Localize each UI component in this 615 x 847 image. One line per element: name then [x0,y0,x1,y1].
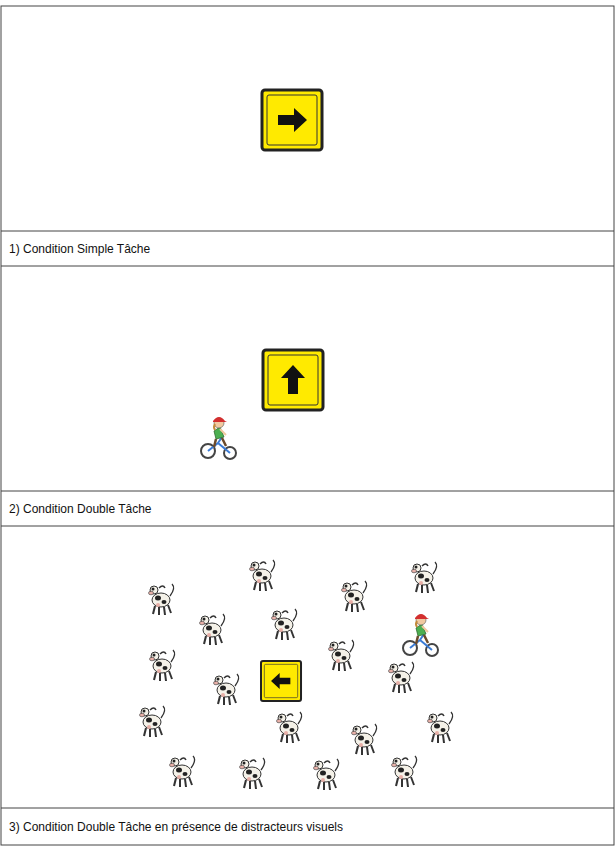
arrow-sign [261,661,301,701]
cyclist [201,417,236,459]
cyclist [403,614,438,656]
panel-caption: 1) Condition Simple Tâche [9,242,150,256]
arrow-sign [263,350,323,410]
panel-caption: 3) Condition Double Tâche en présence de… [9,820,343,834]
distractors [140,560,453,790]
panel-caption: 2) Condition Double Tâche [9,502,152,516]
arrow-sign [262,90,322,150]
